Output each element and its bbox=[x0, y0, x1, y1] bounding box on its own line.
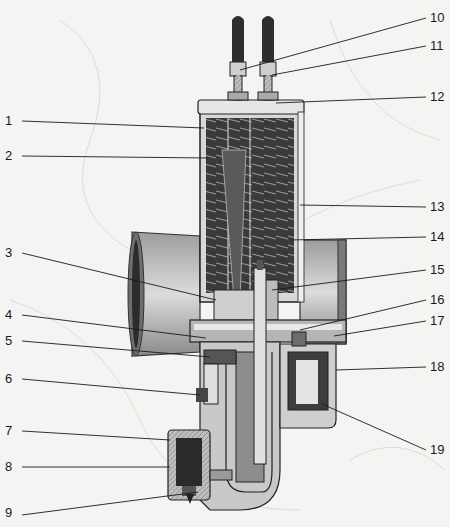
map-background bbox=[10, 20, 445, 510]
callout-number: 6 bbox=[4, 372, 13, 386]
intake-left bbox=[128, 232, 200, 356]
callout-number: 13 bbox=[429, 200, 445, 214]
callout-number: 10 bbox=[429, 11, 445, 25]
callout-number: 15 bbox=[429, 263, 445, 277]
callout-number: 17 bbox=[429, 314, 445, 328]
callout-number: 11 bbox=[429, 39, 445, 53]
callout-number: 7 bbox=[4, 424, 13, 438]
jet-housing bbox=[168, 430, 232, 504]
callout-number: 5 bbox=[4, 334, 13, 348]
callout-number: 9 bbox=[4, 506, 13, 520]
callout-number: 19 bbox=[429, 443, 445, 457]
slide-chamber bbox=[198, 100, 304, 320]
callout-number: 1 bbox=[4, 114, 13, 128]
callout-number: 14 bbox=[429, 230, 445, 244]
carburettor-body bbox=[190, 260, 346, 510]
float-bowl bbox=[280, 332, 336, 428]
callout-number: 16 bbox=[429, 293, 445, 307]
callout-number: 3 bbox=[4, 246, 13, 260]
callout-number: 4 bbox=[4, 308, 13, 322]
callout-number: 18 bbox=[429, 360, 445, 374]
callout-number: 12 bbox=[429, 90, 445, 104]
cable-adjusters bbox=[228, 16, 278, 100]
leader-lines bbox=[22, 18, 426, 515]
callout-number: 2 bbox=[4, 149, 13, 163]
callout-number: 8 bbox=[4, 460, 13, 474]
